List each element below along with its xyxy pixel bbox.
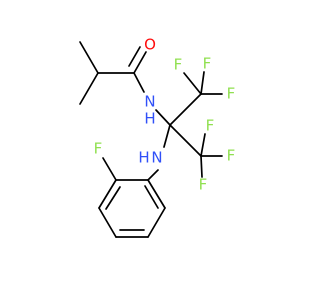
molecule-canvas: O N H N H F F F F F F F [79,36,236,238]
amide-nitrogen-label: N [144,93,155,111]
bond-cf-6 [200,155,203,178]
atom-labels: O N H N H F F F F F F F [94,36,236,194]
bond-n-ccentral [155,109,171,126]
fluorine-label-5: F [227,147,236,165]
ring-double-1 [105,186,121,210]
ring-fluorine-label: F [94,140,103,158]
bond-ch3-ch [79,72,99,105]
amine-hydrogen-label: H [138,149,149,167]
ring-bond-6 [147,179,166,209]
bonds [79,41,223,238]
ring-bond-3 [98,207,117,238]
bond-ccentral-n-amine [163,124,171,148]
bond-co-2 [128,46,141,67]
fluorine-label-3: F [227,85,236,103]
ring-bond-2 [98,179,117,209]
oxygen-label: O [144,36,156,54]
bond-ch-ch3 [79,41,99,74]
fluorine-label-4: F [206,117,215,135]
ring-double-3 [144,185,159,209]
bond-co-1 [133,51,147,74]
bond-n-ring [147,169,159,181]
molecule-structure: O N H N H F F F F F F F [79,36,236,238]
bond-ccentral-cf3-upper [169,93,202,126]
amine-nitrogen-label: N [151,149,162,167]
amide-hydrogen-label: H [144,110,155,128]
bond-cf-1 [183,72,202,95]
bond-c-n-amide [133,72,145,93]
bond-cf-2 [200,71,205,95]
bond-ring-f [102,157,117,181]
bond-ccentral-cf3-lower [169,124,202,157]
ring-bond-5 [147,207,166,238]
bond-cf-5 [200,133,206,157]
fluorine-label-6: F [199,176,208,194]
fluorine-label-2: F [203,55,212,73]
fluorine-label-1: F [174,56,183,74]
